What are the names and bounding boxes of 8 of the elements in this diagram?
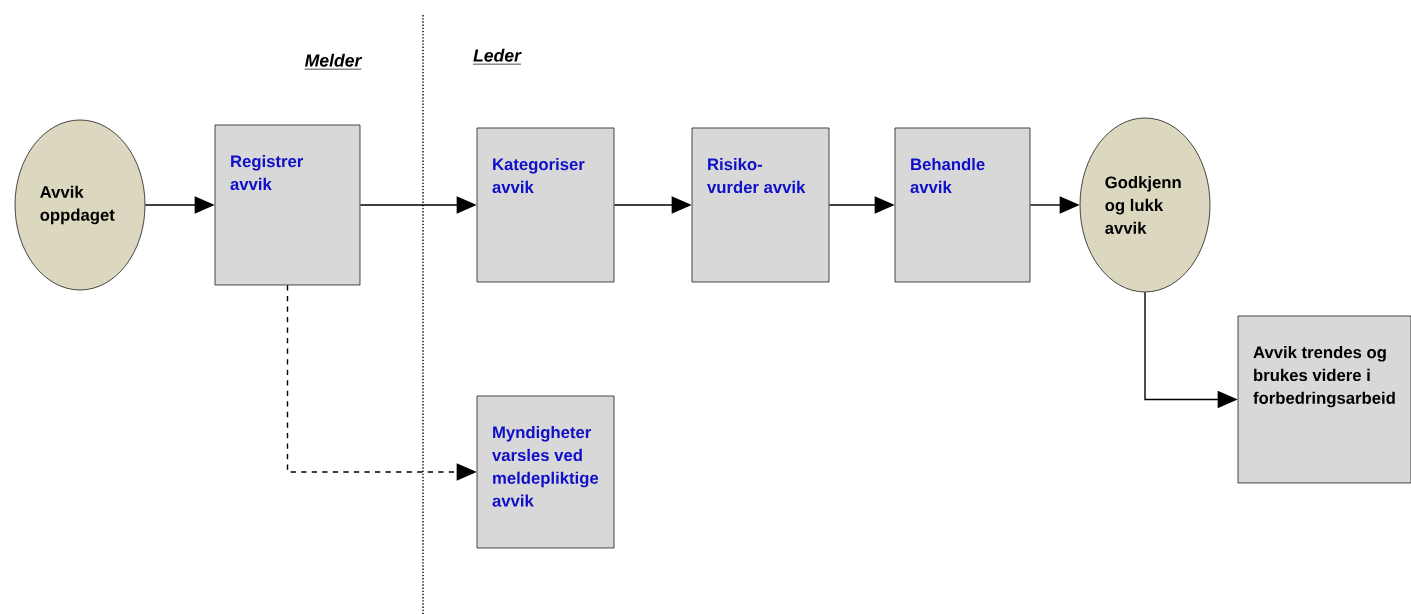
lane-heading: Leder <box>472 48 522 65</box>
process-box: Risiko-vurder avvik <box>691 127 830 283</box>
process-box: Registrer avvik <box>214 124 361 286</box>
process-box: Behandle avvik <box>894 127 1031 283</box>
lane-heading: Melder <box>304 53 363 70</box>
process-box: Kategoriser avvik <box>476 127 615 283</box>
process-box: Myndigheter varsles ved meldepliktige avvik <box>476 395 615 549</box>
process-box: Avvik trendes og brukes videre i forbedringsarbeid <box>1237 315 1411 484</box>
